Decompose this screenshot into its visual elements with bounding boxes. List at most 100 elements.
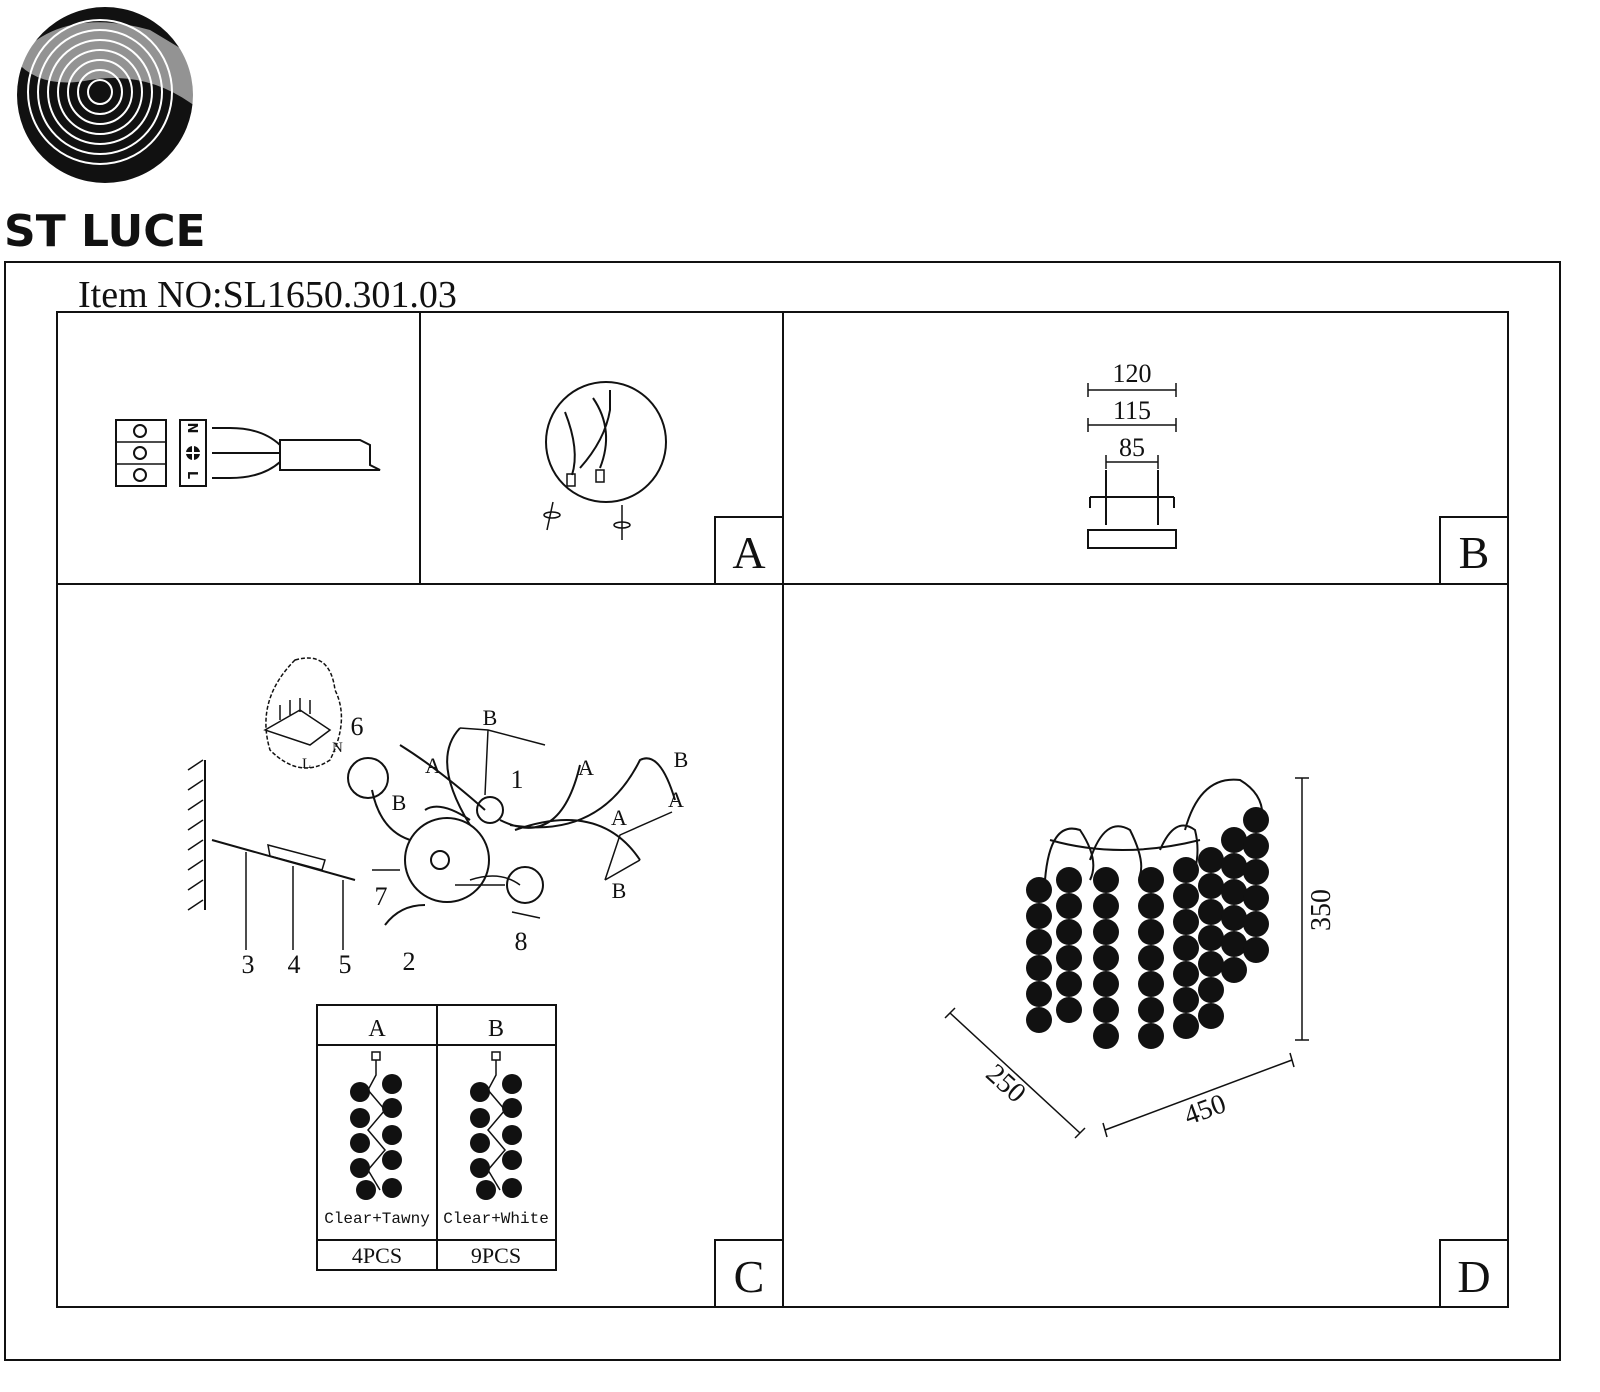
strand-a-label: A <box>611 805 627 830</box>
crystal-drop <box>1173 883 1199 909</box>
crystal-drop <box>1093 919 1119 945</box>
dim-height: 350 <box>1306 889 1337 931</box>
strand-b-label: B <box>612 878 627 903</box>
dimension-lines <box>944 777 1309 1139</box>
crystal-drop <box>1093 971 1119 997</box>
strand-a-label: A <box>578 755 594 780</box>
product-illustration <box>1026 778 1269 1049</box>
panel-label-d: D <box>1457 1251 1490 1302</box>
part-8: 8 <box>515 927 528 956</box>
crystal-drop <box>1243 885 1269 911</box>
part-4: 4 <box>288 950 301 979</box>
crystal-drop <box>1026 903 1052 929</box>
wire-connector-detail <box>543 381 667 540</box>
crystal-drop <box>1221 905 1247 931</box>
crystal-drop <box>1243 911 1269 937</box>
crystal-drop <box>1173 987 1199 1013</box>
strand-b-label: B <box>674 747 689 772</box>
crystal-drop <box>1056 971 1082 997</box>
crystal-drop <box>1138 1023 1164 1049</box>
crystal-drop <box>1026 1007 1052 1033</box>
detail-n-label: N <box>332 740 343 756</box>
detail-l-label: L <box>302 756 311 772</box>
item-number: Item NO:SL1650.301.03 <box>78 274 457 316</box>
dim-120: 120 <box>1113 359 1152 388</box>
crystal-drop <box>1138 971 1164 997</box>
terminal-block-diagram: N L <box>115 419 381 487</box>
crystal-drop <box>1093 997 1119 1023</box>
part-6: 6 <box>351 712 364 741</box>
crystal-drop <box>1026 955 1052 981</box>
panel-label-c: C <box>734 1251 765 1302</box>
crystal-drop <box>1026 981 1052 1007</box>
crystal-drop <box>1093 893 1119 919</box>
dim-depth: 250 <box>980 1058 1032 1109</box>
crystal-drop <box>1056 919 1082 945</box>
panel-label-a: A <box>732 527 765 578</box>
crystal-drop <box>1173 909 1199 935</box>
strand-b-label: B <box>392 790 407 815</box>
table-header-a: A <box>368 1016 386 1042</box>
crystal-strand-b-icon <box>470 1051 522 1200</box>
crystal-drop <box>1026 877 1052 903</box>
crystal-drop <box>1093 945 1119 971</box>
brand-name: ST LUCE <box>4 206 206 257</box>
crystal-drop <box>1138 893 1164 919</box>
panel-label-b: B <box>1459 527 1490 578</box>
crystal-drop <box>1056 997 1082 1023</box>
crystal-strand-a-icon <box>350 1051 402 1200</box>
crystal-drop <box>1138 945 1164 971</box>
assembly-diagram <box>187 657 676 950</box>
crystal-drop <box>1198 899 1224 925</box>
table-header-b: B <box>488 1016 504 1042</box>
crystal-drop <box>1198 925 1224 951</box>
crystal-drop <box>1173 961 1199 987</box>
dim-width: 450 <box>1180 1088 1230 1131</box>
dim-115: 115 <box>1113 396 1151 425</box>
quantity-b: 9PCS <box>471 1243 521 1268</box>
part-1: 1 <box>511 765 524 794</box>
crystal-drop <box>1138 867 1164 893</box>
dim-85: 85 <box>1119 433 1145 462</box>
crystal-drop <box>1093 1023 1119 1049</box>
part-7: 7 <box>375 882 388 911</box>
crystal-drop <box>1243 833 1269 859</box>
quantity-a: 4PCS <box>352 1243 402 1268</box>
crystal-drop <box>1026 929 1052 955</box>
outer-frame <box>4 261 1561 1361</box>
crystal-drop <box>1198 873 1224 899</box>
crystal-drop <box>1221 957 1247 983</box>
color-a: Clear+Tawny <box>324 1210 430 1228</box>
crystal-drop <box>1243 807 1269 833</box>
crystal-drop <box>1173 857 1199 883</box>
crystal-drop <box>1056 893 1082 919</box>
brand-logo-icon <box>15 7 200 183</box>
crystal-drop <box>1221 931 1247 957</box>
crystal-drop <box>1198 951 1224 977</box>
crystal-drop <box>1198 977 1224 1003</box>
crystal-drop <box>1173 935 1199 961</box>
crystal-drop <box>1138 919 1164 945</box>
crystal-drop <box>1198 847 1224 873</box>
crystal-drop <box>1243 937 1269 963</box>
crystal-drop <box>1243 859 1269 885</box>
crystal-drop <box>1056 867 1082 893</box>
crystal-drop <box>1221 879 1247 905</box>
crystal-drop <box>1138 997 1164 1023</box>
part-5: 5 <box>339 950 352 979</box>
terminal-n-label: N <box>184 423 199 434</box>
crystal-drop <box>1093 867 1119 893</box>
strand-b-label: B <box>483 705 498 730</box>
crystal-drop <box>1198 1003 1224 1029</box>
mounting-plate-dimensions: 120 115 85 <box>1087 359 1177 549</box>
crystal-drop <box>1173 1013 1199 1039</box>
crystal-drop <box>1221 853 1247 879</box>
crystal-strand-table <box>316 1004 557 1271</box>
crystal-drop <box>1221 827 1247 853</box>
part-3: 3 <box>242 950 255 979</box>
strand-a-label: A <box>668 787 684 812</box>
strand-a-label: A <box>425 753 441 778</box>
ground-symbol-icon <box>186 446 200 460</box>
terminal-l-label: L <box>184 471 199 479</box>
